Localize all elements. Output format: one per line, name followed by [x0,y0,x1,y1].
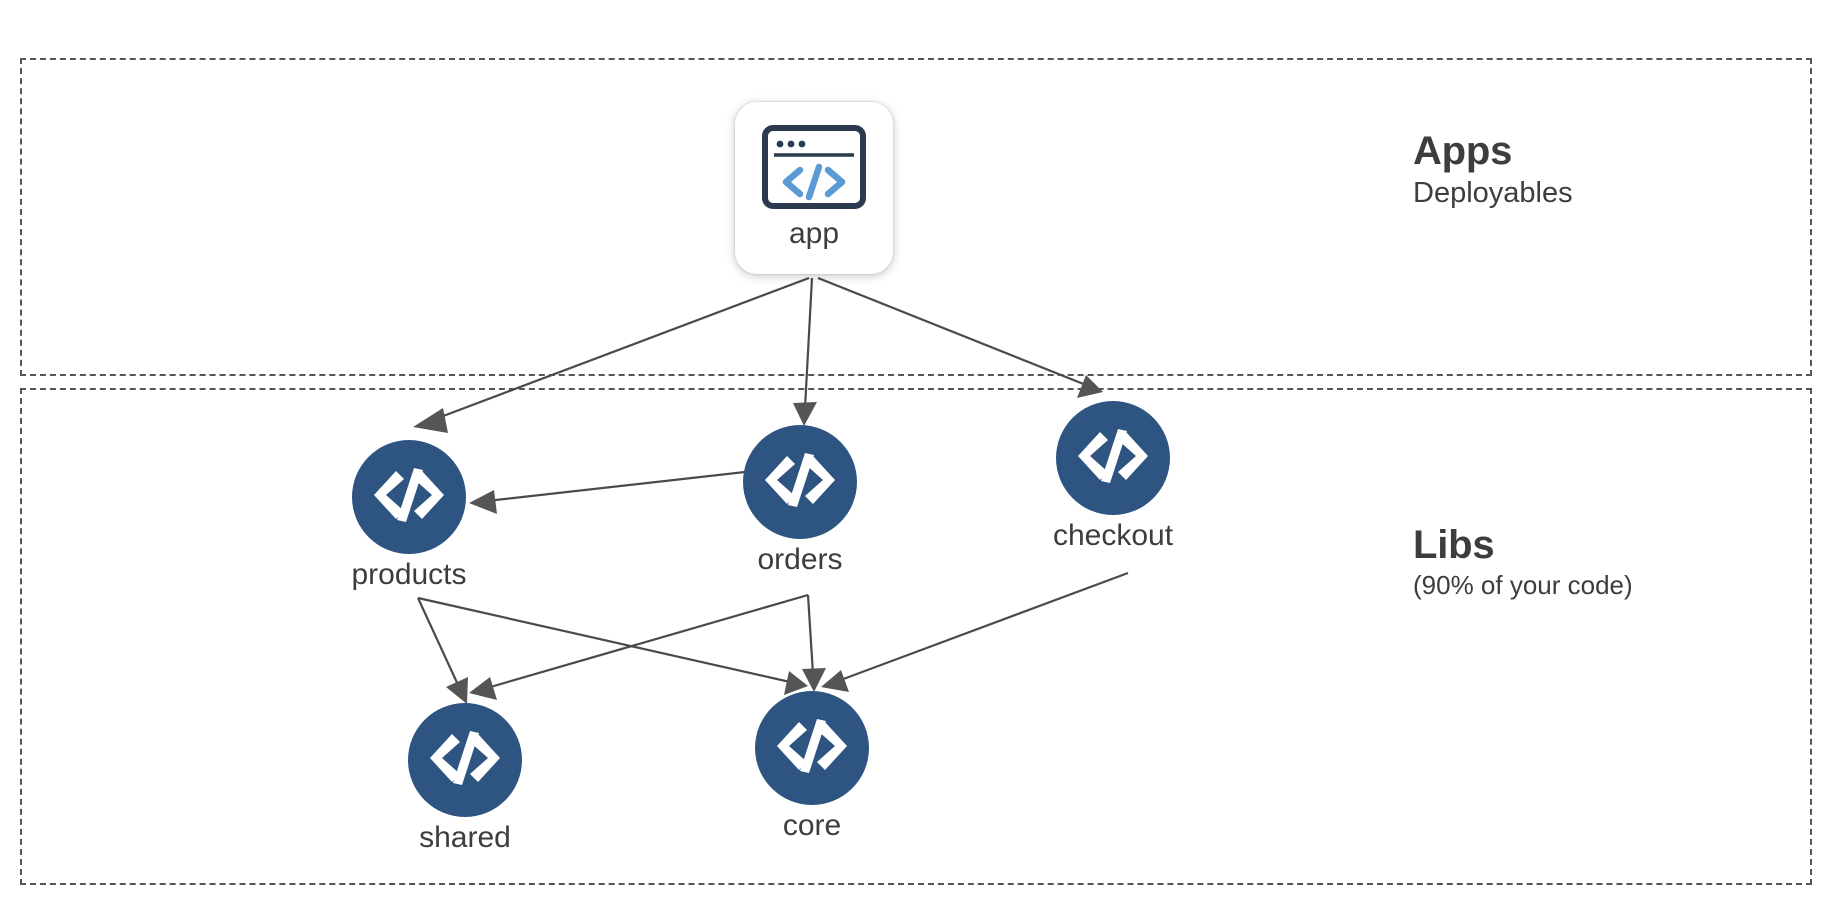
node-shared-disc [408,703,522,817]
code-window-icon [761,124,867,215]
node-checkout-label: checkout [1052,519,1174,552]
zone-apps-subtitle: Deployables [1413,177,1573,209]
zone-libs-boundary [20,388,1812,885]
zone-apps-caption: Apps Deployables [1413,130,1573,211]
node-checkout-disc [1056,401,1170,515]
node-orders-label: orders [757,543,843,576]
zone-libs-title: Libs [1413,523,1495,567]
node-products-label: products [351,558,467,591]
node-app[interactable]: app [735,102,893,274]
zone-apps-title: Apps [1413,129,1513,173]
zone-apps-boundary [20,58,1812,376]
code-brackets-icon [775,716,849,781]
code-brackets-icon [1076,426,1150,491]
node-products-disc [352,440,466,554]
code-brackets-icon [372,465,446,530]
code-brackets-icon [428,728,502,793]
zone-libs-caption: Libs (90% of your code) [1413,524,1633,602]
code-brackets-icon [763,450,837,515]
node-orders-disc [743,425,857,539]
zone-libs-subtitle: (90% of your code) [1413,570,1633,600]
node-core-disc [755,691,869,805]
node-shared-label: shared [419,821,511,854]
node-core-label: core [782,809,842,842]
node-app-label: app [788,217,840,250]
